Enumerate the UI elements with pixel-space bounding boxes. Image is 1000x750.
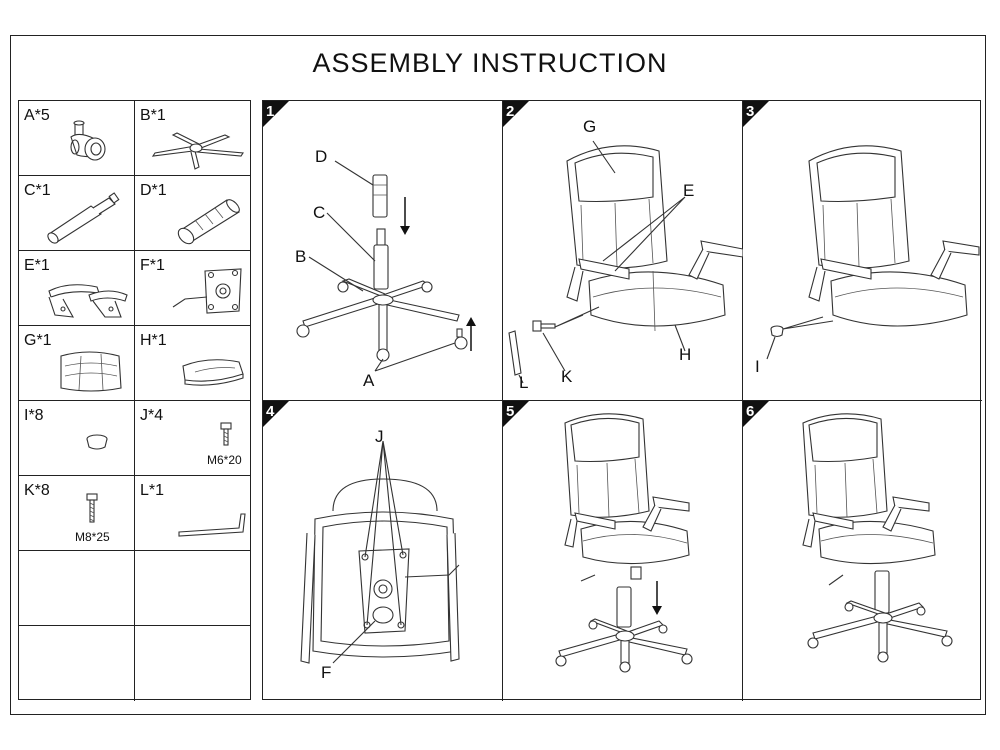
seat-cushion-icon (182, 359, 244, 386)
instruction-sheet (10, 35, 986, 715)
step-5-illustration (503, 401, 693, 673)
cap-plug-icon (86, 434, 108, 450)
step-2-illustration (503, 101, 743, 384)
callout-d: D (315, 147, 328, 166)
empty-cell (19, 551, 135, 626)
part-cell-i: I*8 (19, 401, 135, 476)
part-cell-e: E*1 (19, 251, 135, 326)
part-cell-g: G*1 (19, 326, 135, 401)
part-label: B*1 (140, 107, 166, 124)
empty-cell (19, 626, 135, 701)
part-cell-h: H*1 (135, 326, 251, 401)
step-1-panel: 1 D C B A (263, 101, 503, 401)
callout-k: K (561, 367, 573, 386)
callout-i: I (755, 357, 760, 376)
armrest-pair-icon (48, 284, 128, 318)
callout-a: A (363, 371, 375, 390)
page-title: ASSEMBLY INSTRUCTION (312, 48, 668, 78)
part-cell-k: K*8 M8*25 (19, 476, 135, 551)
part-cell-c: C*1 (19, 176, 135, 251)
part-label: E*1 (24, 257, 50, 274)
part-label: C*1 (24, 182, 51, 199)
step-3-illustration (743, 101, 980, 360)
step-number: 3 (746, 103, 755, 120)
bolt-spec: M8*25 (75, 530, 110, 544)
step-3-panel: 3 I (743, 101, 982, 401)
part-label: K*8 (24, 482, 50, 499)
part-label: L*1 (140, 482, 165, 499)
part-label: J*4 (140, 407, 164, 424)
part-cell-f: F*1 (135, 251, 251, 326)
step-number: 6 (746, 403, 755, 420)
bolt-spec: M6*20 (207, 453, 242, 467)
step-number: 5 (506, 403, 515, 420)
empty-cell (135, 626, 251, 701)
callout-l: L (519, 373, 529, 392)
backrest-icon (60, 351, 122, 392)
callout-h: H (679, 345, 692, 364)
part-label: F*1 (140, 257, 165, 274)
assembly-steps: 1 D C B A (262, 100, 982, 701)
bolt-m8-icon (86, 493, 98, 523)
part-label: G*1 (24, 332, 52, 349)
gas-cylinder-icon (47, 192, 120, 244)
bolt-m6-icon (220, 422, 232, 446)
part-cell-b: B*1 (135, 101, 251, 176)
step-number: 1 (266, 103, 275, 120)
step-number: 4 (266, 403, 275, 420)
caster-wheel-icon (70, 120, 106, 161)
part-cell-j: J*4 M6*20 (135, 401, 251, 476)
part-cell-a: A*5 (19, 101, 135, 176)
step-2-panel: 2 G E L K H (503, 101, 743, 401)
cylinder-cover-icon (177, 199, 240, 245)
callout-b: B (295, 247, 307, 266)
step-5-panel: 5 (503, 401, 743, 701)
step-4-illustration (263, 401, 460, 664)
step-number: 2 (506, 103, 515, 120)
part-cell-d: D*1 (135, 176, 251, 251)
callout-e: E (683, 181, 695, 200)
part-label: H*1 (140, 332, 167, 349)
part-label: A*5 (24, 107, 50, 124)
star-base-icon (151, 132, 244, 170)
callout-f: F (321, 663, 332, 682)
callout-j: J (375, 427, 384, 446)
step-6-illustration (743, 401, 953, 663)
empty-cell (135, 551, 251, 626)
mechanism-plate-icon (172, 268, 242, 314)
step-6-panel: 6 (743, 401, 982, 701)
part-label: D*1 (140, 182, 167, 199)
parts-list: A*5 B*1 C*1 D*1 (18, 100, 251, 701)
step-4-panel: 4 J F (263, 401, 503, 701)
part-cell-l: L*1 (135, 476, 251, 551)
part-label: I*8 (24, 407, 44, 424)
callout-c: C (313, 203, 326, 222)
allen-key-icon (178, 513, 246, 537)
step-1-illustration (263, 101, 476, 372)
callout-g: G (583, 117, 597, 136)
